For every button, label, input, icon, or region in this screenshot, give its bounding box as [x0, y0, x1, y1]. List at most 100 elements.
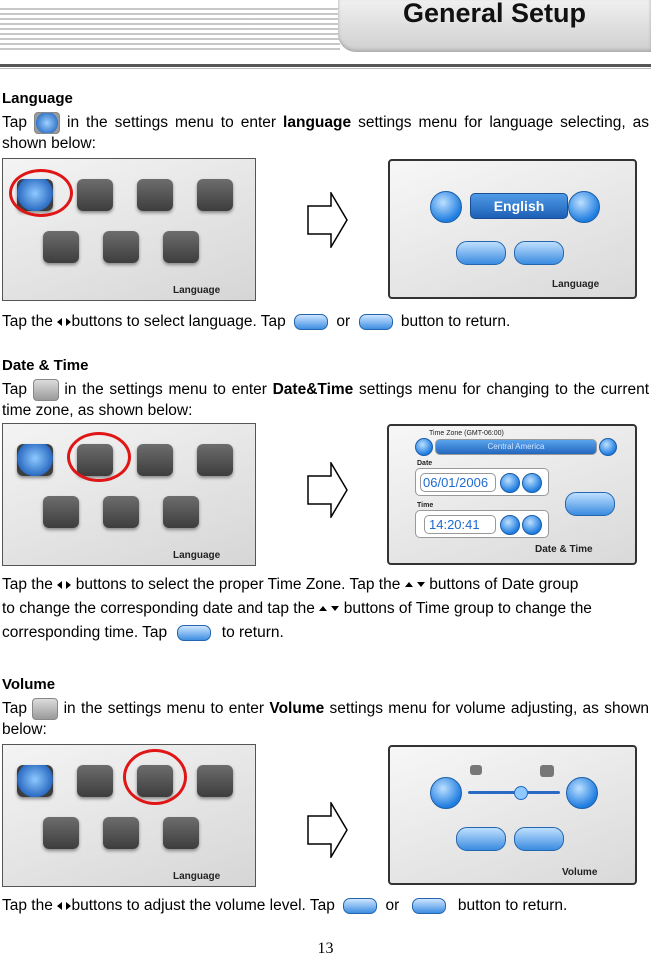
text: button to return.: [400, 313, 511, 330]
info-icon: [103, 496, 139, 528]
bold-text: language: [283, 114, 352, 132]
brightness-icon: [197, 444, 233, 476]
text: or: [385, 897, 400, 914]
brightness-icon: [197, 765, 233, 797]
text: Tap the: [2, 897, 53, 914]
datetime-instructions-2: to change the corresponding date and tap…: [2, 599, 592, 619]
volume-heading: Volume: [2, 676, 55, 693]
clock-icon: [77, 765, 113, 797]
back-button-icon: [177, 624, 212, 641]
speaker-icon: [32, 698, 59, 720]
header-rule-thin: [0, 68, 651, 69]
down-button-icon: [522, 473, 542, 493]
language-heading-text: Language: [2, 90, 73, 107]
cancel-button-icon: [411, 897, 446, 914]
bold-text: Date&Time: [272, 381, 354, 399]
right-triangle-icon: [66, 317, 72, 326]
brightness-icon: [197, 179, 233, 211]
up-button-icon: [500, 515, 520, 535]
screen-label: Language: [173, 550, 221, 561]
text: settings menu for language selecting, as…: [2, 114, 649, 152]
text: buttons of Date group: [429, 576, 579, 593]
volume-slider-knob: [514, 786, 528, 800]
language-screen-screenshot: English Language: [388, 159, 637, 299]
folder-icon: [43, 817, 79, 849]
volume-instructions: Tap the buttons to adjust the volume lev…: [2, 896, 567, 916]
text: to change the corresponding date and tap…: [2, 600, 315, 617]
speaker-icon: [137, 179, 173, 211]
bold-text: Volume: [269, 700, 325, 718]
text: button to return.: [457, 897, 568, 914]
folder-icon: [43, 496, 79, 528]
speaker-high-icon: [540, 765, 554, 777]
info-icon: [103, 817, 139, 849]
page-title: General Setup: [402, 0, 587, 28]
volume-heading-text: Volume: [2, 676, 56, 693]
back-button-icon: [565, 492, 615, 516]
screen-label: Language: [173, 285, 221, 296]
text: buttons to select the proper Time Zone. …: [75, 576, 401, 593]
language-icon: [17, 765, 53, 797]
left-triangle-icon: [57, 580, 63, 589]
date-group: 06/01/2006: [415, 468, 549, 496]
left-triangle-icon: [57, 901, 63, 910]
language-value-box: English: [470, 193, 568, 219]
speaker-low-icon: [470, 765, 482, 775]
text: in the settings menu to enter: [64, 381, 267, 399]
settings-menu-screenshot: Language: [2, 744, 256, 887]
text: in the settings menu to enter: [63, 700, 265, 718]
language-value: English: [493, 198, 545, 214]
text: or: [336, 313, 351, 330]
screen-label: Language: [552, 279, 600, 290]
highlight-circle: [9, 169, 73, 217]
volume-screen-screenshot: Volume: [388, 745, 637, 885]
left-button-icon: [430, 777, 462, 809]
settings-menu-screenshot: Language: [2, 158, 256, 301]
text: buttons to select language. Tap: [71, 313, 286, 330]
cancel-button-icon: [514, 241, 564, 265]
screen-label: Language: [173, 871, 221, 882]
timezone-gmt: (GMT-06:00): [464, 430, 504, 437]
reset-icon: [163, 231, 199, 263]
language-paragraph: Tap in the settings menu to enter langua…: [2, 112, 649, 153]
right-arrow-icon: [307, 462, 348, 518]
settings-menu-screenshot: Language: [2, 423, 256, 566]
left-button-icon: [415, 438, 433, 456]
right-button-icon: [566, 777, 598, 809]
language-instructions: Tap the buttons to select language. Tap …: [2, 312, 510, 332]
timezone-label-text: Time Zone: [429, 430, 463, 437]
datetime-heading-text: Date & Time: [2, 357, 89, 374]
down-triangle-icon: [416, 582, 425, 588]
clock-icon: [77, 179, 113, 211]
time-group: 14:20:41: [415, 510, 549, 538]
date-field: 06/01/2006: [420, 473, 496, 492]
language-icon: [34, 112, 60, 134]
clock-icon: [32, 379, 59, 401]
right-button-icon: [599, 438, 617, 456]
volume-paragraph: Tap in the settings menu to enter Volume…: [2, 698, 649, 739]
time-field: 14:20:41: [424, 515, 496, 534]
timezone-value-box: Central America: [435, 439, 597, 455]
datetime-instructions-3: corresponding time. Tap to return.: [2, 623, 284, 643]
time-label: Time: [417, 502, 434, 509]
reset-icon: [163, 817, 199, 849]
date-label: Date: [417, 460, 433, 467]
right-triangle-icon: [66, 580, 72, 589]
text: Tap: [2, 381, 27, 399]
folder-icon: [43, 231, 79, 263]
screen-label: Date & Time: [535, 544, 593, 555]
language-heading: Language: [2, 90, 73, 107]
text: buttons to adjust the volume level. Tap: [71, 897, 335, 914]
ok-button-icon: [343, 897, 378, 914]
info-icon: [103, 231, 139, 263]
text: corresponding time. Tap: [2, 624, 168, 641]
highlight-circle: [123, 749, 187, 805]
time-value: 14:20:41: [429, 517, 480, 532]
reset-icon: [163, 496, 199, 528]
down-triangle-icon: [331, 606, 340, 612]
text: to return.: [221, 624, 284, 641]
datetime-instructions-1: Tap the buttons to select the proper Tim…: [2, 575, 578, 595]
highlight-circle: [67, 432, 131, 482]
text: settings menu for changing to the curren…: [2, 381, 650, 419]
cancel-button-icon: [358, 313, 393, 330]
